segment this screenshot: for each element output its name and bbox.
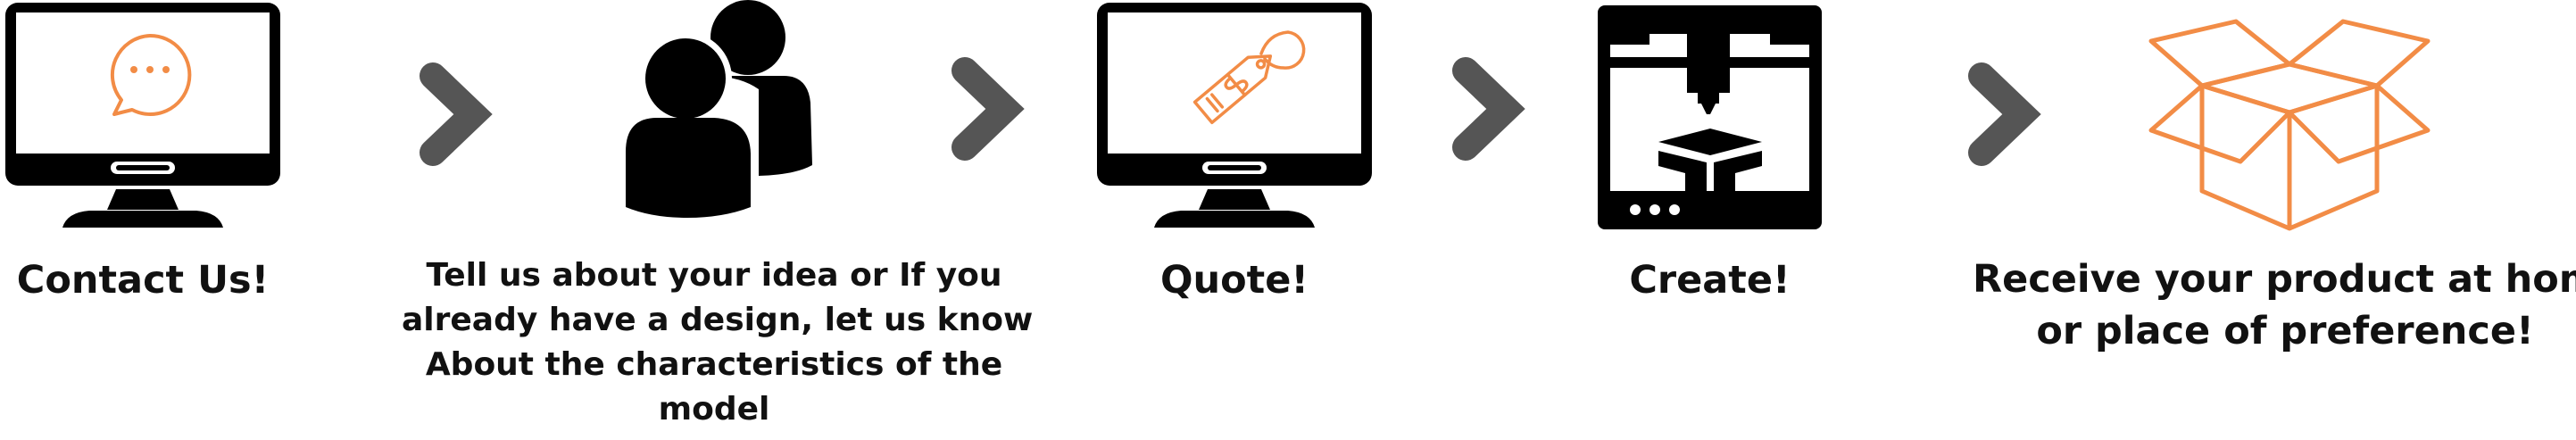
3d-printer-icon: [1598, 5, 1822, 229]
step-2-label-line-4: model: [658, 391, 770, 428]
open-box-icon: [2148, 19, 2431, 231]
step-5-receive: [2142, 14, 2437, 237]
chevron-right-icon: [1452, 57, 1525, 161]
arrow-2: [950, 55, 1030, 162]
arrow-4: [1966, 61, 2047, 168]
monitor-chat-icon: [5, 3, 280, 228]
arrow-1: [418, 61, 498, 168]
step-2-label-line-2: already have a design, let us know: [402, 302, 1034, 338]
chevron-right-icon: [951, 57, 1025, 161]
step-5-label: Receive your product at home or place of…: [1973, 253, 2576, 357]
step-2-label: Tell us about your idea or If you alread…: [402, 253, 1034, 432]
step-4-label-line-1: Create!: [1629, 258, 1791, 303]
chevron-right-icon: [1968, 62, 2041, 166]
step-2-label-line-1: Tell us about your idea or If you: [426, 257, 1002, 294]
step-3-label-line-1: Quote!: [1159, 258, 1309, 303]
arrow-3: [1450, 55, 1531, 162]
chevron-right-icon: [420, 62, 493, 166]
step-1-label-line-1: Contact Us!: [16, 258, 270, 303]
step-3-label: Quote!: [1093, 255, 1375, 305]
step-2-people: [616, 0, 830, 219]
step-5-label-line-1: Receive your product at home: [1973, 257, 2576, 302]
step-2-label-line-3: About the characteristics of the: [425, 346, 1003, 383]
step-4-create: [1596, 4, 1824, 231]
monitor-price-tag-icon: [1097, 3, 1372, 228]
people-icon: [619, 0, 812, 218]
step-5-label-line-2: or place of preference!: [2036, 309, 2534, 353]
step-3-quote: [1093, 0, 1379, 232]
step-1-contact: [0, 0, 286, 232]
step-4-label: Create!: [1596, 255, 1824, 305]
step-1-label: Contact Us!: [0, 255, 286, 305]
